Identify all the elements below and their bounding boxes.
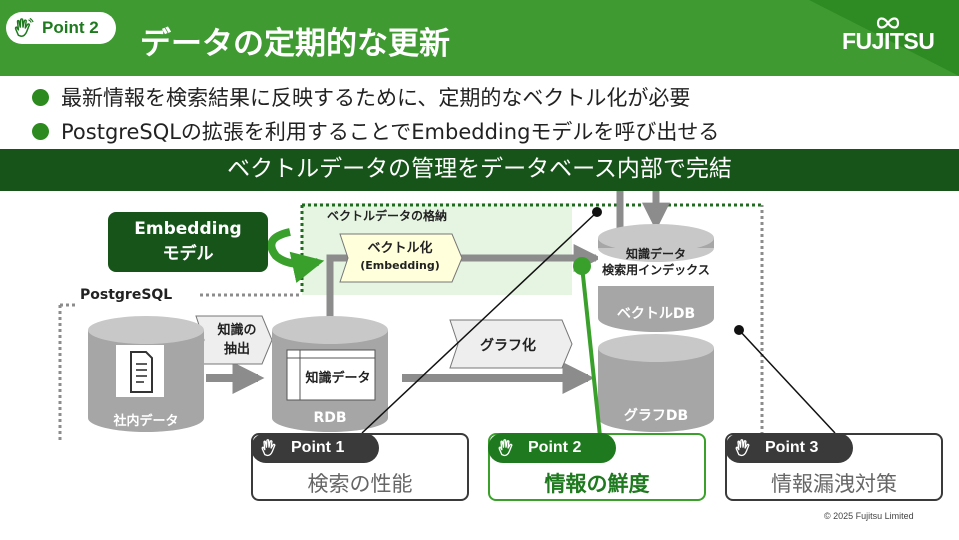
vectorize-label: ベクトル化 (Embedding) [344, 240, 456, 274]
vector-db-cylinder [598, 224, 714, 332]
point-badge: Point 2 [6, 12, 116, 44]
point1-dot [592, 207, 602, 217]
point3-connector [738, 329, 836, 434]
page-title: データの定期的な更新 [140, 26, 450, 62]
point-card-3: Point 3 情報漏洩対策 [725, 433, 943, 501]
point-card-text: 情報の鮮度 [544, 472, 650, 496]
vectorize-title: ベクトル化 [367, 241, 433, 256]
point-pill: Point 3 [725, 433, 853, 463]
infinity-logo-icon [876, 17, 900, 29]
bullet-dot-icon [32, 88, 49, 106]
vector-db-content: 知識データ 検索用インデックス [598, 246, 714, 278]
rdb-label: RDB [313, 410, 347, 426]
vectorize-subtitle: (Embedding) [360, 259, 440, 272]
document-icon [116, 345, 164, 397]
vector-db-content-line1: 知識データ [625, 247, 686, 261]
banner-text: ベクトルデータの管理をデータベース内部で完結 [227, 156, 732, 182]
point2-connector [580, 265, 602, 437]
postgresql-label: PostgreSQL [80, 287, 173, 303]
knowledge-data-label: 知識データ [305, 371, 371, 386]
vectorize-chevron [339, 233, 463, 283]
graph-db-cylinder [598, 334, 714, 432]
vector-db-label: ベクトルDB [616, 306, 696, 322]
point-card-2: Point 2 情報の鮮度 [488, 433, 706, 501]
bullet-item: 最新情報を検索結果に反映するために、定期的なベクトル化が必要 [32, 82, 690, 112]
internal-data-label: 社内データ [113, 414, 179, 429]
embedding-curved-arrow [267, 228, 325, 284]
bullet-item: PostgreSQLの拡張を利用することでEmbeddingモデルを呼び出せる [32, 116, 719, 146]
extract-label: 知識の 抽出 [204, 321, 270, 359]
point-pill-label: Point 2 [528, 439, 582, 456]
graph-db-label: グラフDB [623, 408, 689, 424]
point-pill-label: Point 3 [765, 439, 819, 456]
graphify-label: グラフ化 [480, 338, 536, 354]
bullet-dot-icon [32, 122, 49, 140]
rdb-cylinder [272, 316, 388, 432]
vector-storage-label: ベクトルデータの格納 [327, 209, 448, 223]
point-card-1: Point 1 検索の性能 [251, 433, 469, 501]
embedding-model-line1: Embedding [134, 219, 242, 239]
bullet-text: 最新情報を検索結果に反映するために、定期的なベクトル化が必要 [61, 86, 691, 110]
fujitsu-logo: FUJITSU [842, 16, 935, 60]
copyright-text: © 2025 Fujitsu Limited [824, 511, 914, 521]
point-pill: Point 1 [251, 433, 379, 463]
summary-banner: ベクトルデータの管理をデータベース内部で完結 [0, 149, 959, 191]
header-bar [0, 0, 959, 76]
hand-wave-icon [735, 439, 750, 457]
graphify-chevron [449, 319, 573, 369]
embedding-model-box: Embedding モデル [108, 212, 268, 272]
point2-dot [573, 257, 591, 275]
point-card-text: 情報漏洩対策 [771, 472, 897, 496]
point-pill: Point 2 [488, 433, 616, 463]
bullet-text: PostgreSQLの拡張を利用することでEmbeddingモデルを呼び出せる [61, 120, 720, 144]
extract-line1: 知識の [217, 323, 257, 338]
point3-dot [734, 325, 744, 335]
embedding-model-line2: モデル [162, 244, 214, 264]
extract-line2: 抽出 [223, 342, 250, 357]
architecture-diagram [58, 191, 836, 441]
point1-connector [361, 211, 598, 434]
point-card-text: 検索の性能 [307, 472, 413, 496]
fujitsu-logo-text: FUJITSU [842, 28, 935, 54]
point-pill-label: Point 1 [291, 439, 345, 456]
hand-wave-icon [14, 17, 34, 37]
point-badge-label: Point 2 [42, 18, 99, 37]
vector-db-content-line2: 検索用インデックス [602, 263, 710, 277]
hand-wave-icon [498, 439, 513, 457]
hand-wave-icon [261, 439, 276, 457]
header-corner-shape [809, 0, 959, 76]
postgresql-boundary [58, 205, 764, 441]
